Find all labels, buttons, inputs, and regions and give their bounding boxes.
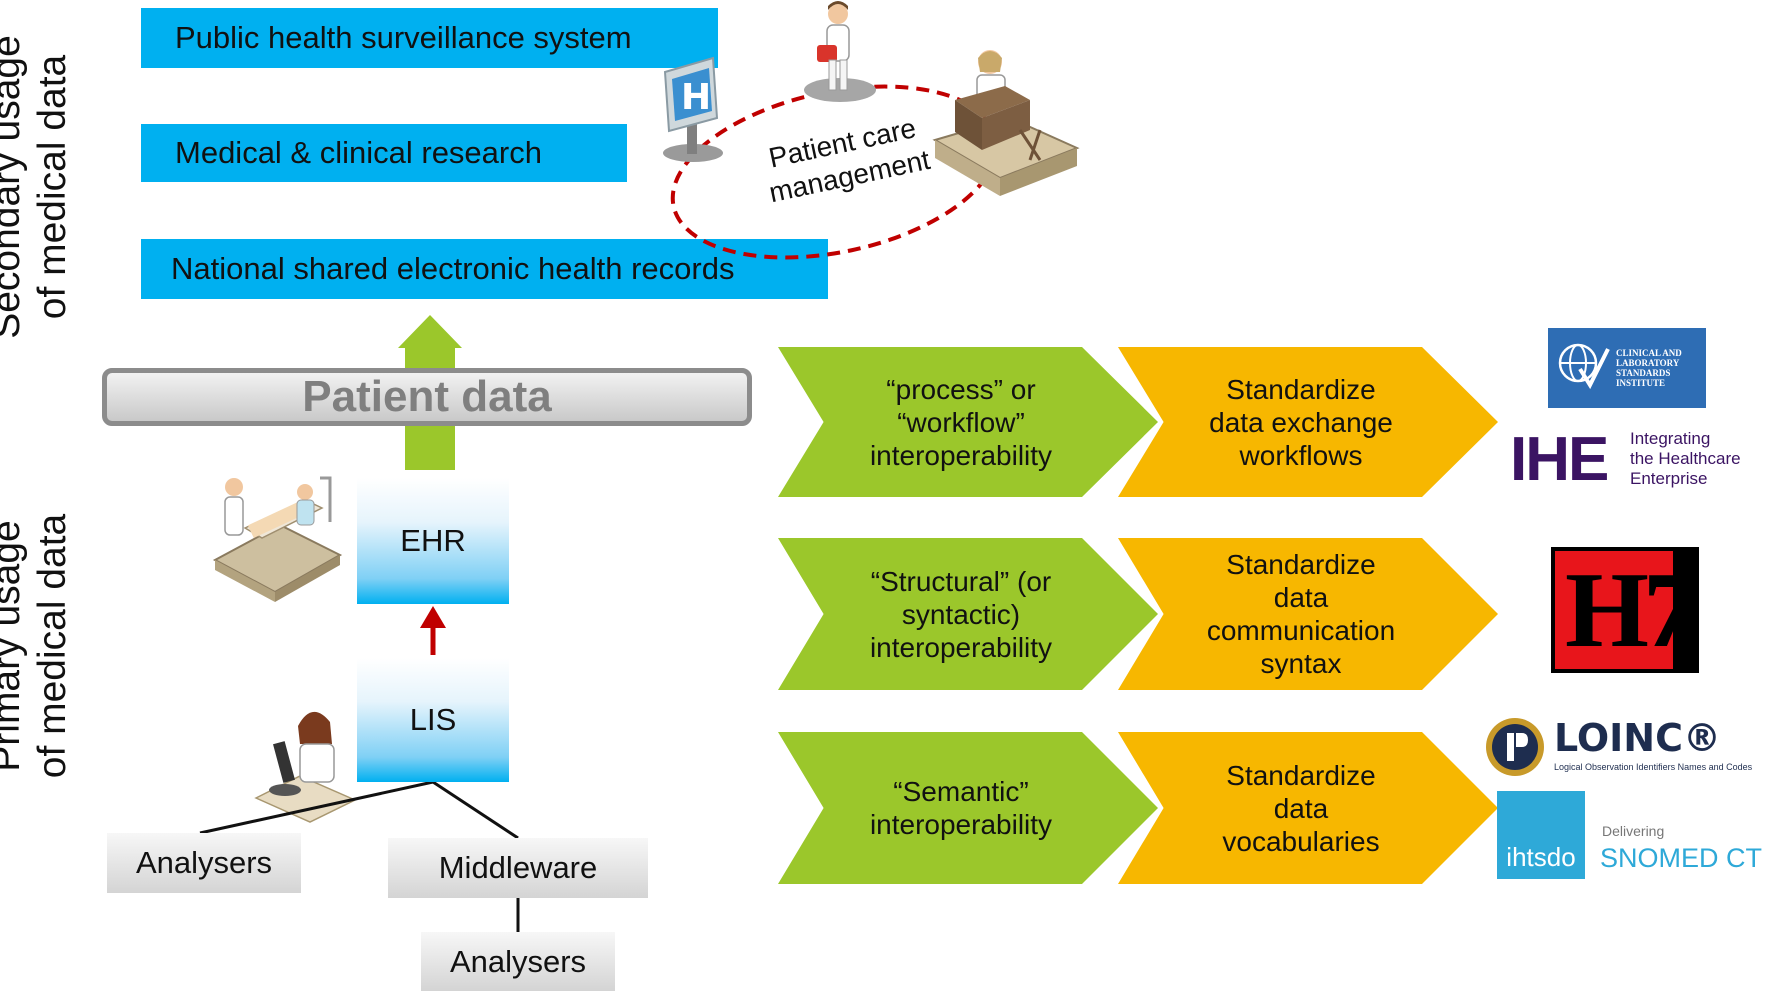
standardize-syntax-chevron: Standardize data communication syntax <box>1118 538 1498 690</box>
connector-lis-middleware <box>432 780 519 840</box>
nurse-icon <box>804 1 876 102</box>
clsi-globe-icon <box>1558 343 1610 390</box>
delivering-label: Delivering <box>1602 823 1665 839</box>
medical-clinical-research-bar: Medical & clinical research <box>141 124 627 182</box>
structural-interoperability-chevron: “Structural” (or syntactic) interoperabi… <box>778 538 1158 690</box>
ihtsdo-logo: ihtsdo <box>1497 791 1585 879</box>
middleware-box: Middleware <box>388 838 648 898</box>
standardize-vocabularies-chevron: Standardize data vocabularies <box>1118 732 1498 884</box>
connector-lis-analysers <box>199 780 434 835</box>
hl7-logo: H7 <box>1551 547 1699 673</box>
analysers-box-left: Analysers <box>107 833 301 893</box>
process-interoperability-chevron: “process” or “workflow” interoperability <box>778 347 1158 497</box>
svg-text:H: H <box>681 77 711 118</box>
hospital-bed-icon <box>212 476 343 602</box>
ihe-logo: IHE Integrating the Healthcare Enterpris… <box>1510 425 1741 494</box>
clsi-logo: CLINICAL AND LABORATORY STANDARDS INSTIT… <box>1548 328 1706 408</box>
national-ehr-bar: National shared electronic health record… <box>141 239 828 299</box>
hospital-sign-icon: H <box>663 56 723 162</box>
lis-box: LIS <box>357 658 509 782</box>
doctor-desk-icon <box>932 50 1080 196</box>
lis-to-ehr-arrow-head <box>420 606 446 628</box>
loinc-emblem-icon <box>1486 718 1544 776</box>
public-health-surveillance-bar: Public health surveillance system <box>141 8 718 68</box>
analysers-box-bottom: Analysers <box>421 932 615 991</box>
standardize-workflows-chevron: Standardize data exchange workflows <box>1118 347 1498 497</box>
semantic-interoperability-chevron: “Semantic” interoperability <box>778 732 1158 884</box>
loinc-logo: LOINC® Logical Observation Identifiers N… <box>1484 716 1766 778</box>
snomed-ct-label: SNOMED CT <box>1600 843 1762 873</box>
lab-technician-icon <box>254 711 357 823</box>
ehr-box: EHR <box>357 478 509 604</box>
patient-data-bar: Patient data <box>102 368 752 426</box>
